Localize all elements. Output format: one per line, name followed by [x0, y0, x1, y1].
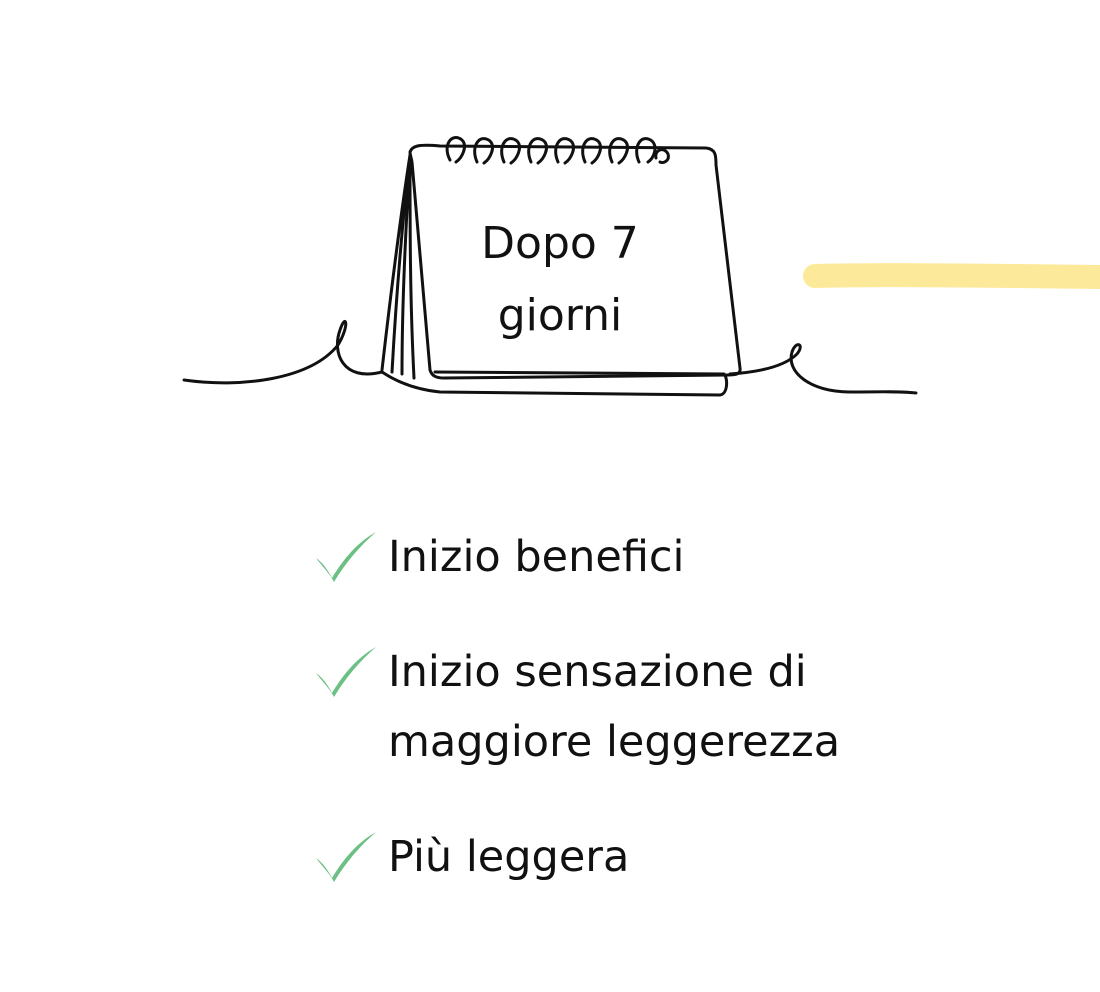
benefit-item: Inizio sensazione di maggiore leggerezza — [310, 637, 930, 777]
calendar-front-page — [408, 143, 742, 380]
checkmark-icon — [316, 647, 376, 697]
checkmark-icon — [316, 532, 376, 582]
benefit-list: Inizio benefici Inizio sensazione di mag… — [310, 522, 930, 892]
calendar-label: Dopo 7 giorni — [440, 208, 680, 352]
calendar-label-line2: giorni — [497, 290, 623, 341]
highlight-stroke — [803, 263, 1100, 289]
benefit-text: Più leggera — [388, 832, 630, 882]
benefit-text-line1: Inizio sensazione di — [388, 647, 807, 697]
calendar-back-pages — [380, 153, 416, 380]
calendar-label-line1: Dopo 7 — [481, 218, 639, 269]
calendar-spiral — [445, 136, 670, 165]
benefit-text: Inizio benefici — [388, 532, 685, 582]
benefit-text-line2: maggiore leggerezza — [388, 717, 841, 767]
desk-calendar-illustration — [182, 136, 1100, 397]
calendar-base — [380, 370, 729, 397]
benefit-item: Inizio benefici — [310, 522, 930, 592]
ground-line — [182, 320, 918, 395]
checkmark-icon — [316, 832, 376, 882]
benefit-item: Più leggera — [310, 822, 930, 892]
